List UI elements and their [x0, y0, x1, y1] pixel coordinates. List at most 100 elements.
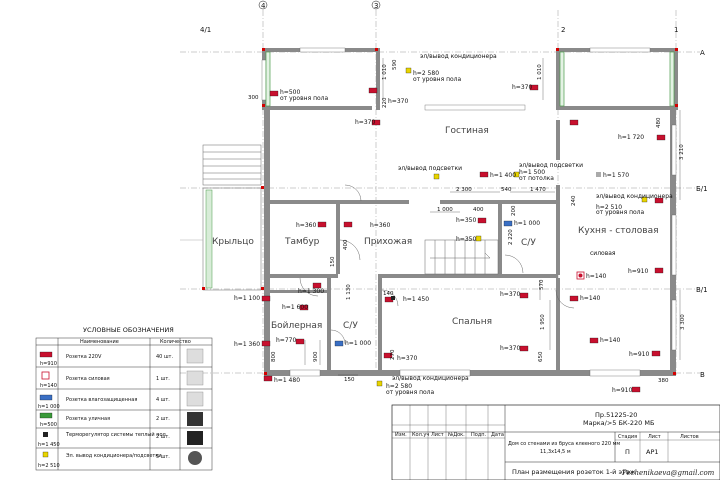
balcony-rails [265, 51, 675, 107]
room-living: Гостиная [445, 126, 489, 136]
axis-B1: Б/1 [696, 185, 708, 193]
plan-label: 1 шт. [156, 376, 170, 382]
room-hall: Прихожая [364, 237, 412, 247]
plan-label: h=910 [629, 351, 649, 358]
plan-label: h=2 580 [386, 383, 412, 390]
plan-label: 1 010 [537, 64, 543, 80]
label-power: силовая [590, 250, 616, 257]
stair [424, 239, 499, 275]
plan-label: Терморегулятор системы теплый пол [65, 431, 166, 438]
plan-label: h=350 [456, 236, 476, 243]
windows [261, 47, 677, 377]
thermoregulators [391, 172, 601, 300]
dimension-labels: 300 1 010 590 220 1 010 480 3 210 2 300 … [248, 59, 686, 384]
axis-2: 2 [561, 26, 565, 34]
plan-label: h=1 480 [274, 377, 300, 384]
legend-title: УСЛОВНЫЕ ОБОЗНАЧЕНИЯ [83, 326, 174, 334]
room-boiler: Бойлерная [271, 321, 322, 331]
plan-label: h=770 [276, 337, 296, 344]
room-porch: Крыльцо [212, 237, 254, 247]
plan-label: Розетка 220V [66, 354, 102, 360]
plan-label: эл/вывод подсветки [398, 165, 462, 172]
plan-label: h=140 [586, 273, 606, 280]
plan-label: 1 000 [437, 207, 453, 213]
plan-label: h=370 [388, 98, 408, 105]
room-vestibule: Тамбур [284, 237, 320, 247]
plan-label: h=370 [500, 345, 520, 352]
project-mark: Марка/>5 БК-220 МБ [583, 419, 654, 427]
plan-label: Кол.уч [412, 432, 429, 438]
doors [299, 184, 575, 345]
plan-label: эл/вывод кондиционера [596, 193, 673, 200]
plan-label: 3 210 [679, 144, 685, 160]
plan-label: h=2 510 [38, 463, 60, 469]
plan-label: 150 [330, 256, 336, 267]
plan-label: 540 [501, 187, 512, 193]
plan-label: эл/вывод кондиционера [420, 53, 497, 60]
plan-label: 150 [344, 377, 355, 383]
plan-label: Лист [648, 434, 661, 440]
plan-label: 800 [271, 351, 277, 362]
project-code: Пр.51225-20 [595, 411, 637, 419]
plan-label: h=350 [456, 217, 476, 224]
plan-label: h=910 [40, 361, 57, 367]
plan-label: от потолка [519, 175, 554, 182]
axis-1: 1 [674, 26, 678, 34]
plan-label: Листов [680, 434, 699, 440]
plan-label: 900 [313, 351, 319, 362]
legend: УСЛОВНЫЕ ОБОЗНАЧЕНИЯ Наименование Количе… [35, 326, 213, 471]
plan-label: h=1 720 [618, 134, 644, 141]
plan-label: h=360 [370, 222, 390, 229]
plan-label: Розетка влагозащищенная [66, 397, 137, 403]
plan-label: Наименование [80, 339, 119, 345]
signature: Pechenikaeva@gmail.com [621, 469, 715, 477]
plan-label: 40 шт. [156, 354, 173, 360]
plan-label: 270 [390, 349, 396, 360]
plan-label: 1 950 [540, 314, 546, 330]
plan-label: 2 300 [456, 187, 472, 193]
plan-label: АР1 [646, 448, 659, 456]
axis-A: А [700, 49, 705, 57]
plan-label: h=140 [40, 383, 57, 389]
plan-label: h=370 [500, 291, 520, 298]
plan-label: h=500 [40, 422, 57, 428]
plan-label: Эл. вывод кондиционера/подсветки [66, 453, 162, 459]
plan-label: h=2 510 [596, 204, 622, 211]
plan-label: Розетка уличная [66, 416, 110, 422]
plan-label: 300 [248, 95, 259, 101]
plan-label: h=1 450 [403, 296, 429, 303]
room-bedroom: Спальня [452, 317, 492, 327]
plan-label: Дата [491, 432, 504, 438]
plan-label: от уровня пола [413, 76, 462, 83]
axis-markers: 4 3 2 1 4/1 А Б/1 В/1 В [200, 0, 708, 379]
sockets-power [576, 271, 585, 280]
window-markers [202, 48, 678, 375]
plan-label: h=140 [580, 295, 600, 302]
plan-label: h=140 [600, 337, 620, 344]
dimension-lines [304, 58, 681, 376]
plan-label: 200 [511, 205, 517, 216]
plan-label: 5 шт. [156, 454, 170, 460]
porch-stairs [180, 144, 262, 291]
plan-label: эл/вывод подсветки [519, 162, 583, 169]
room-kitchen: Кухня - столовая [578, 226, 659, 236]
sockets-220v [261, 84, 666, 393]
plan-label: h=1 600 [282, 304, 308, 311]
plan-label: 2 шт. [156, 434, 170, 440]
plan-label: 2 220 [508, 229, 514, 245]
plan-label: Количество [160, 339, 191, 345]
plan-label: №Док. [448, 432, 465, 438]
plan-label: 220 [382, 97, 388, 108]
axis-4-1: 4/1 [200, 26, 211, 34]
plan-label: h=500 [280, 89, 300, 96]
plan-label: h=370 [355, 119, 375, 126]
plan-label: Розетка силовая [66, 376, 110, 382]
plan-label: h=370 [397, 355, 417, 362]
plan-label: от уровня пола [386, 389, 435, 396]
plan-label: h=2 580 [413, 70, 439, 77]
plan-label: 650 [538, 351, 544, 362]
room-bath2: С/У [343, 321, 358, 331]
title-block: Изм. Кол.уч Лист №Док. Подп. Дата Пр.512… [391, 404, 720, 480]
plan-label: h=910 [612, 387, 632, 394]
